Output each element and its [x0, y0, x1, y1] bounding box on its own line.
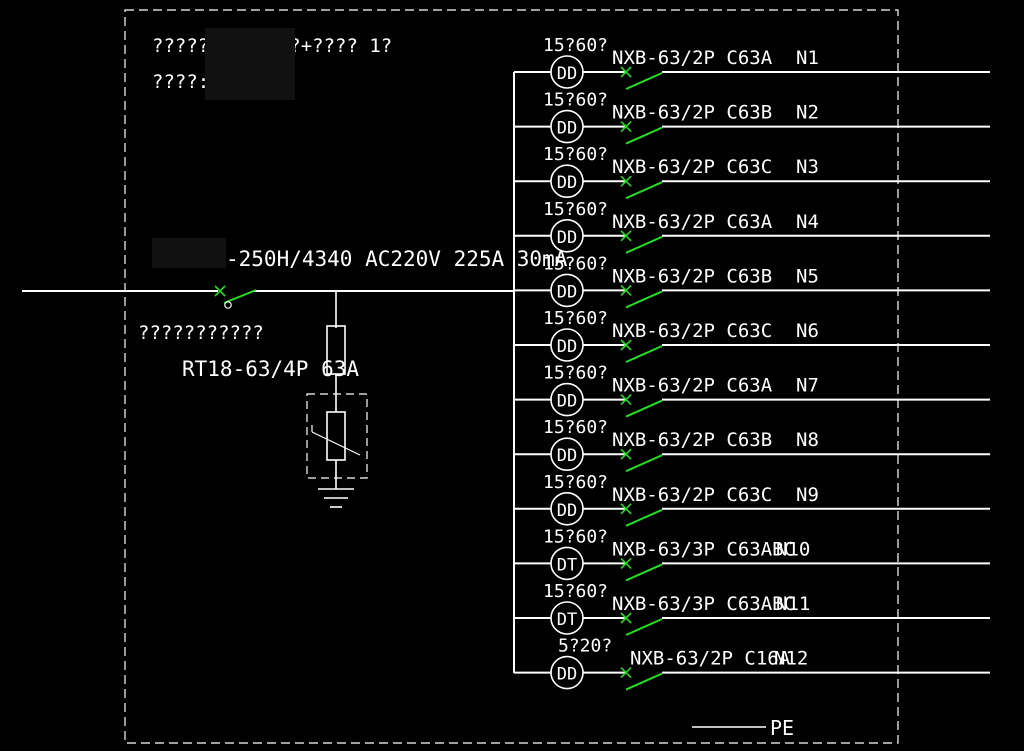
circuit-row: DD 15?60?NXB-63/2P C63C N9 [514, 472, 990, 527]
breaker-x-icon [620, 503, 632, 515]
circuit-name: N5 [796, 265, 819, 287]
circuit-row: DD 15?60?NXB-63/2P C63B N2 [514, 90, 990, 145]
circuit-name: N7 [796, 375, 819, 397]
meter-type: DT [557, 555, 577, 575]
breaker-spec: NXB-63/2P C63B [612, 265, 772, 287]
breaker-spec: NXB-63/3P C63ABC [612, 593, 795, 615]
breaker-spec: NXB-63/2P C63C [612, 320, 772, 342]
breaker-contact [625, 126, 663, 145]
main-breaker-spec: -250H/4340 AC220V 225A 30mA [226, 247, 568, 271]
circuit-row: DD 15?60?NXB-63/2P C63A N1 [514, 35, 990, 90]
breaker-x-icon [620, 557, 632, 569]
meter-type: DD [557, 392, 577, 412]
breaker-spec: NXB-63/3P C63ABC [612, 538, 795, 560]
breaker-contact [625, 290, 663, 309]
meter-type: DD [557, 228, 577, 248]
meter-type: DD [557, 501, 577, 521]
breaker-spec: NXB-63/2P C63A [612, 375, 773, 397]
meter-label: 15?60? [543, 90, 608, 111]
meter-label: 15?60? [543, 308, 608, 329]
breaker-x-icon [620, 612, 632, 624]
breaker-x-icon [620, 175, 632, 187]
breaker-x-icon [620, 66, 632, 78]
circuit-name: N8 [796, 429, 819, 451]
breaker-contact [625, 454, 663, 473]
breaker-x-icon [620, 121, 632, 133]
circuit-row: DD 15?60?NXB-63/2P C63A N4 [514, 199, 990, 254]
breaker-contact [625, 563, 663, 582]
circuit-row: DD 15?60?NXB-63/2P C63B N8 [514, 417, 990, 473]
breaker-contact [625, 618, 663, 636]
meter-label: 15?60? [543, 581, 608, 602]
meter-label: 5?20? [558, 636, 612, 657]
breaker-spec: NXB-63/2P C16A [630, 648, 791, 670]
breaker-contact [625, 72, 663, 90]
breaker-contact [625, 345, 663, 363]
circuit-row: DD 15?60?NXB-63/2P C63B N5 [514, 253, 990, 309]
redacted-block-2 [152, 238, 226, 268]
circuit-name: N1 [796, 47, 819, 69]
breaker-contact [625, 399, 663, 418]
breaker-spec: NXB-63/2P C63B [612, 102, 772, 124]
meter-label: 15?60? [543, 363, 608, 384]
meter-label: 15?60? [543, 526, 608, 547]
meter-label: 15?60? [543, 253, 608, 274]
breaker-x-icon [620, 284, 632, 296]
surge-protector-spec: RT18-63/4P 63A [182, 357, 359, 381]
breaker-x-icon [620, 339, 632, 351]
surge-protector-symbol [306, 291, 368, 508]
main-breaker-symbol [214, 285, 257, 309]
meter-label: 15?60? [543, 472, 608, 493]
circuit-row: DD 15?60?NXB-63/2P C63A N7 [514, 363, 990, 418]
breaker-x-icon [620, 394, 632, 406]
meter-label: 15?60? [543, 144, 608, 165]
meter-label: 15?60? [543, 35, 608, 56]
breaker-contact [625, 181, 663, 200]
meter-type: DD [557, 64, 577, 84]
main-breaker-caption: ??????????? [138, 322, 264, 344]
meter-type: DD [557, 119, 577, 139]
meter-label: 15?60? [543, 199, 608, 220]
circuit-name: N10 [776, 538, 810, 560]
breaker-contact [625, 672, 663, 691]
meter-type: DT [557, 610, 577, 630]
meter-type: DD [557, 337, 577, 357]
circuit-name: N9 [796, 484, 819, 506]
circuit-name: N2 [796, 102, 819, 124]
breaker-x-icon [620, 448, 632, 460]
pe-label: PE [770, 716, 794, 740]
redacted-block-1 [205, 28, 295, 100]
breaker-x-icon [620, 667, 632, 679]
circuit-name: N4 [796, 211, 819, 233]
breaker-spec: NXB-63/2P C63C [612, 156, 772, 178]
breaker-spec: NXB-63/2P C63B [612, 429, 772, 451]
circuit-name: N6 [796, 320, 819, 342]
circuit-name: N11 [776, 593, 810, 615]
meter-label: 15?60? [543, 417, 608, 438]
breaker-spec: NXB-63/2P C63C [612, 484, 772, 506]
circuit-row: DD 15?60?NXB-63/2P C63C N6 [514, 308, 990, 363]
breaker-contact [625, 508, 663, 527]
breaker-spec: NXB-63/2P C63A [612, 211, 773, 233]
enclosure-border [124, 9, 899, 744]
circuit-name: N3 [796, 156, 819, 178]
meter-type: DD [557, 282, 577, 302]
breaker-x-icon [620, 230, 632, 242]
meter-type: DD [557, 173, 577, 193]
meter-type: DD [557, 665, 577, 685]
breaker-contact [625, 235, 663, 254]
meter-type: DD [557, 446, 577, 466]
circuit-name: N12 [774, 648, 808, 670]
circuit-row: DD 15?60?NXB-63/2P C63C N3 [514, 144, 990, 200]
breaker-spec: NXB-63/2P C63A [612, 47, 773, 69]
